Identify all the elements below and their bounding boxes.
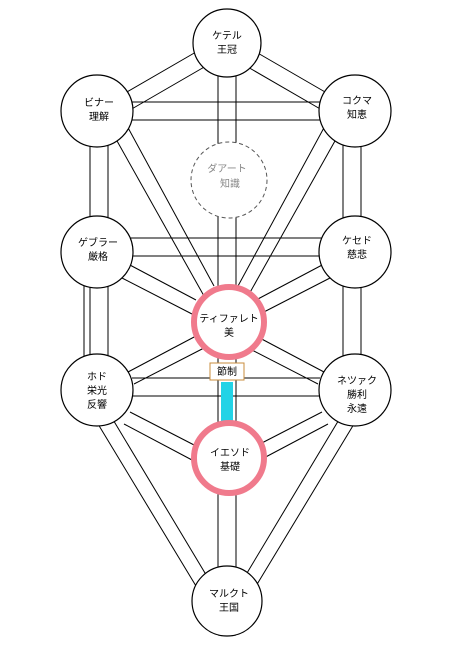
geburah-name: ゲブラー <box>78 236 118 249</box>
node-geburah[interactable]: ゲブラー 厳格 <box>60 215 134 289</box>
path-tiferet-netzach[interactable] <box>247 335 325 385</box>
chokmah-meaning: 知恵 <box>347 108 367 121</box>
chesed-meaning: 慈悲 <box>347 248 367 261</box>
path-chesed-tiferet[interactable] <box>255 263 331 315</box>
sephirot-layer: ケテル 王冠 ビナー 理解 コクマ 知恵 ダアート 知識 ゲブラー 厳格 ケセド… <box>60 8 392 637</box>
path-hod-malkuth[interactable] <box>97 417 209 587</box>
tiferet-meaning: 美 <box>224 326 234 339</box>
active-path-fill <box>221 382 233 424</box>
node-netzach[interactable]: ネツァク 勝利 永遠 <box>318 353 392 427</box>
tiferet-name: ティファレト <box>199 314 258 325</box>
binah-name: ビナー <box>84 97 114 109</box>
node-chokmah[interactable]: コクマ 知恵 <box>318 74 392 148</box>
path-tiferet-hod[interactable] <box>127 335 205 385</box>
path-tag-label: 節制 <box>217 365 237 378</box>
node-daat[interactable]: ダアート 知識 <box>190 141 268 219</box>
hod-name: ホド <box>87 371 107 383</box>
keter-name: ケテル <box>212 30 242 42</box>
tiferet-highlight-ring <box>191 284 267 360</box>
path-tag-box <box>209 362 245 381</box>
node-malkuth[interactable]: マルクト 王国 <box>191 565 263 637</box>
hod-meaning: 栄光 <box>87 384 107 397</box>
path-hod-yesod[interactable] <box>123 411 197 461</box>
path-keter-binah[interactable] <box>119 51 207 111</box>
path-tag-temperance[interactable]: 節制 <box>209 362 245 381</box>
chokmah-name: コクマ <box>342 95 372 107</box>
path-binah-geburah[interactable] <box>89 145 109 220</box>
daat-meaning: 知識 <box>220 177 240 190</box>
netzach-meaning-2: 永遠 <box>347 402 367 415</box>
path-chesed-netzach[interactable] <box>342 282 362 360</box>
yesod-name: イエソド <box>210 448 250 459</box>
path-yesod-malkuth[interactable] <box>217 488 237 568</box>
node-binah[interactable]: ビナー 理解 <box>60 74 134 148</box>
daat-name: ダアート <box>207 162 246 175</box>
node-keter[interactable]: ケテル 王冠 <box>192 8 262 78</box>
yesod-meaning: 基礎 <box>220 460 240 473</box>
path-geburah-tiferet[interactable] <box>121 263 197 315</box>
node-chesed[interactable]: ケセド 慈悲 <box>318 215 392 289</box>
netzach-name: ネツァク <box>337 375 377 387</box>
path-geburah-chesed[interactable] <box>130 237 322 257</box>
geburah-meaning: 厳格 <box>88 250 108 263</box>
hod-meaning-2: 反響 <box>87 398 107 411</box>
yesod-highlight-ring <box>191 420 267 496</box>
keter-meaning: 王冠 <box>217 44 237 56</box>
paths-layer <box>83 51 362 587</box>
path-keter-chokmah[interactable] <box>245 51 333 111</box>
path-binah-chokmah[interactable] <box>130 101 322 121</box>
malkuth-meaning: 王国 <box>219 602 239 614</box>
path-netzach-malkuth[interactable] <box>243 417 355 587</box>
netzach-meaning: 勝利 <box>347 388 367 401</box>
binah-meaning: 理解 <box>89 110 109 123</box>
path-chokmah-chesed[interactable] <box>342 145 362 220</box>
chesed-name: ケセド <box>342 235 372 247</box>
node-yesod[interactable]: イエソド 基礎 <box>191 420 267 496</box>
malkuth-name: マルクト <box>209 588 249 600</box>
path-binah-tiferet[interactable] <box>111 123 215 297</box>
path-netzach-yesod[interactable] <box>255 411 329 461</box>
path-geburah-hod[interactable] <box>89 282 109 360</box>
node-tiferet[interactable]: ティファレト 美 <box>191 284 267 360</box>
node-hod[interactable]: ホド 栄光 反響 <box>60 353 134 427</box>
path-chokmah-tiferet[interactable] <box>237 123 341 297</box>
